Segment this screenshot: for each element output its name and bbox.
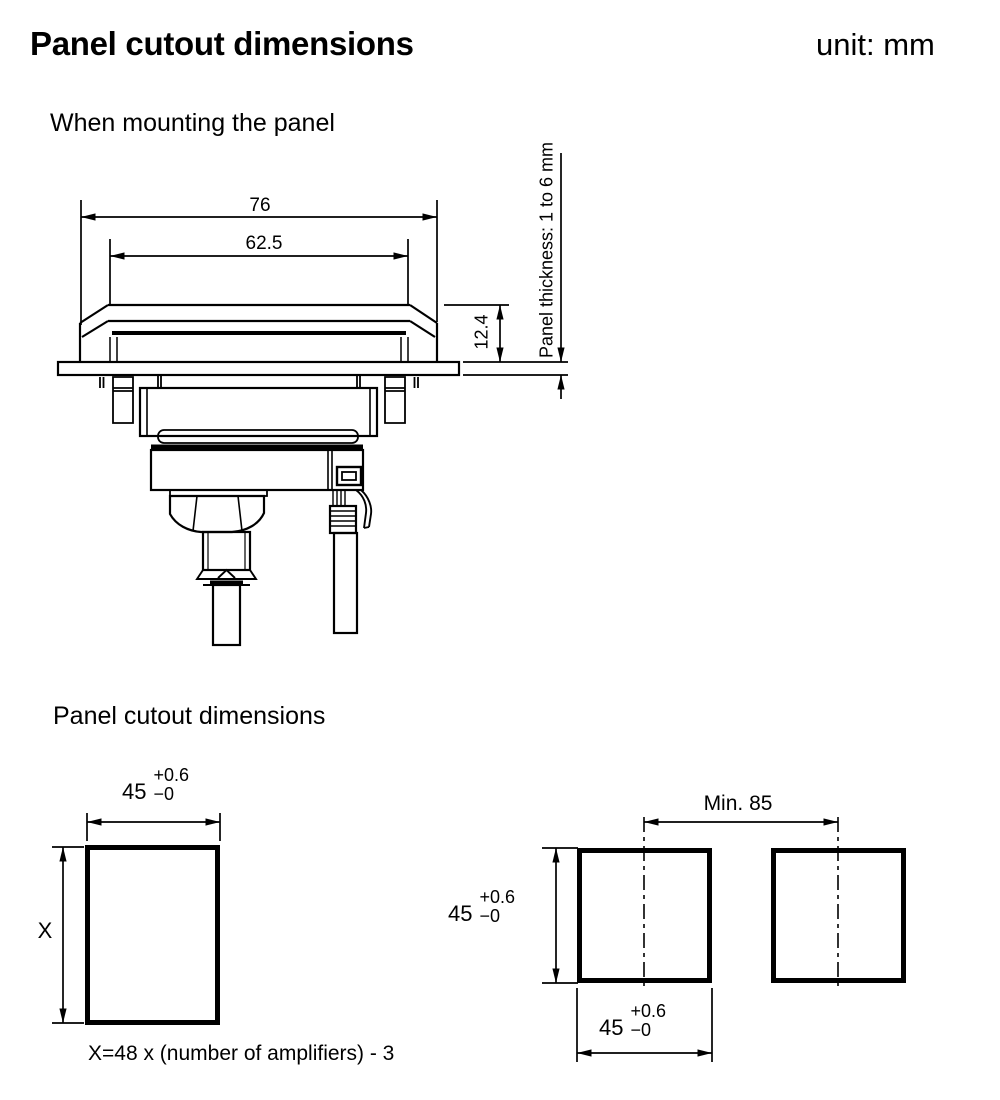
gland-nut (168, 494, 266, 534)
left-cable (211, 583, 242, 647)
gland-barrel-lines (207, 532, 246, 570)
tolerance-45-pair-bottom: 45 +0.6 −0 (599, 1002, 666, 1040)
connector-ribs-body (328, 504, 358, 535)
tolerance-stack: +0.6 −0 (153, 766, 189, 804)
bezel-inner-walls (109, 337, 409, 361)
tolerance-45-single-top: 45 +0.6 −0 (122, 766, 189, 804)
dim-min85-label: Min. 85 (703, 792, 773, 815)
cutout-heading: Panel cutout dimensions (53, 702, 326, 730)
gland-nut-facets (192, 495, 243, 532)
cutout-formula: X=48 x (number of amplifiers) - 3 (88, 1042, 395, 1065)
connector-window-inner (341, 471, 357, 481)
connector-latch (355, 489, 373, 529)
cutout-pair-view (542, 817, 906, 1062)
right-cable (332, 531, 359, 635)
terminal-lid (157, 429, 359, 444)
cutout-single-ticks (52, 813, 221, 1024)
extension-lines (80, 200, 568, 376)
tolerance-plus: +0.6 (479, 887, 516, 907)
rear-housing-walls (146, 388, 371, 436)
connector-ribs (330, 510, 356, 527)
tolerance-stack: +0.6 −0 (630, 1002, 666, 1040)
tolerance-plus: +0.6 (630, 1001, 667, 1021)
tolerance-45-pair-left: 45 +0.6 −0 (448, 888, 515, 926)
cutout-pair-ticks (542, 847, 713, 1062)
cutout-square-single (85, 845, 220, 1025)
dim-x-label: X (37, 918, 53, 943)
dim-bezel-depth-label: 12.4 (471, 314, 492, 350)
bezel-outline (78, 303, 439, 361)
tolerance-stack: +0.6 −0 (479, 888, 515, 926)
tolerance-value: 45 (448, 901, 473, 926)
dim-width-inner-label: 62.5 (245, 233, 283, 254)
panel-bar (56, 360, 461, 377)
page-title: Panel cutout dimensions (30, 25, 414, 62)
dim-width-outer-label: 76 (249, 195, 271, 216)
gland-barrel (201, 530, 252, 572)
mounting-clips (99, 375, 419, 424)
tolerance-plus: +0.6 (153, 765, 190, 785)
connector-neck (332, 490, 346, 506)
panel-thickness-label: Panel thickness: 1 to 6 mm (536, 141, 557, 359)
unit-note: unit: mm (816, 27, 935, 62)
tolerance-minus: −0 (630, 1020, 652, 1040)
mounting-side-view (56, 153, 568, 647)
connector-window (335, 465, 363, 487)
tolerance-minus: −0 (479, 906, 501, 926)
terminal-separator (327, 450, 333, 490)
tolerance-value: 45 (599, 1015, 624, 1040)
rear-housing (138, 386, 379, 438)
cutout-single-view (52, 813, 221, 1025)
tolerance-minus: −0 (153, 784, 175, 804)
mounting-heading: When mounting the panel (50, 109, 335, 137)
tolerance-value: 45 (122, 779, 147, 804)
